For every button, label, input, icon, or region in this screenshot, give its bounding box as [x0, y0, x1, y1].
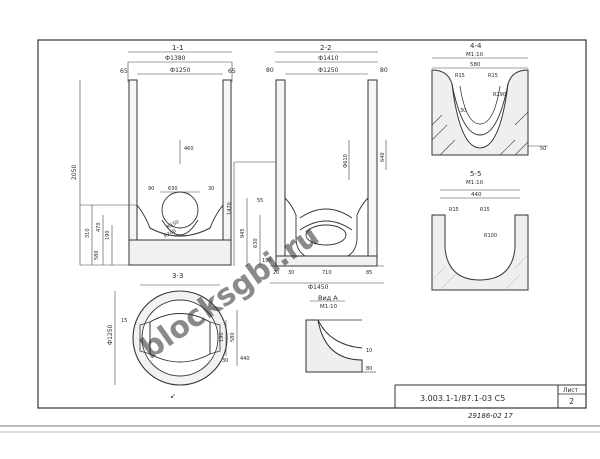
dim-r100: R100: [484, 233, 497, 239]
dim-470: 470: [96, 222, 102, 232]
view-a-scale: М1:10: [320, 304, 338, 310]
sheet-frame: [37, 39, 587, 409]
dim-90: 90: [148, 186, 154, 192]
dim-20: 20: [273, 270, 279, 276]
dim-630: 630: [168, 186, 178, 192]
dim-wall-left: 65: [120, 68, 128, 75]
section-title-5-5: 5-5: [470, 170, 481, 178]
dim-d610: Ф610: [343, 154, 349, 168]
dim-d-inner-2: Ф1250: [318, 67, 339, 74]
dim-85: 85: [366, 270, 372, 276]
dim-r150: R150: [166, 219, 180, 231]
dim-190-2: 190: [262, 258, 272, 264]
dim-1470: 1470: [227, 202, 233, 215]
dim-r15-d: R15: [480, 207, 490, 213]
sheet-code: 3.003.1-1/87.1-03 С5: [420, 394, 505, 403]
section-3-3: 3-3 Ф1250 15 580 190 30 440 ↙: [107, 272, 250, 400]
dim-580-4-4: 580: [470, 62, 481, 68]
dim-710: 710: [322, 270, 332, 276]
dim-r15-c: R15: [449, 207, 459, 213]
dim-15: 15: [121, 318, 127, 324]
dim-55: 55: [257, 198, 263, 204]
dim-30-2: 30: [288, 270, 294, 276]
view-a-title: Вид А: [318, 294, 338, 302]
title-block: Лист 2 3.003.1-1/87.1-03 С5 29186-02 17: [394, 384, 586, 420]
sheet-number: 2: [569, 397, 574, 406]
dim-d-inner: Ф1250: [170, 67, 191, 74]
dim-945: 945: [240, 228, 246, 238]
dim-310: 310: [85, 228, 91, 238]
dim-440-5-5: 440: [471, 192, 482, 198]
sheet-label: Лист: [563, 387, 579, 394]
dim-80: 80: [366, 366, 372, 372]
dim-wall-left-2: 80: [266, 67, 274, 74]
view-a: Вид А М1:10 10 80: [305, 294, 376, 373]
dim-640: 640: [380, 152, 386, 162]
section-1-1: 1-1 Ф1380 Ф1250 65 65 R150 R200 630 90 3…: [71, 44, 236, 266]
dim-30-3-3: 30: [222, 358, 228, 364]
footer-number: 29186-02 17: [468, 412, 513, 420]
dim-wall-right-2: 80: [380, 67, 388, 74]
dim-d-outer-2: Ф1410: [318, 55, 339, 62]
cut-mark-a: ↙: [170, 392, 176, 400]
section-title-3-3: 3-3: [172, 272, 183, 280]
dim-580: 580: [94, 250, 100, 260]
section-5-5: 5-5 М1:10 440 R15 R15 R100: [431, 170, 529, 291]
section-title-2-2: 2-2: [320, 44, 331, 52]
scale-4-4: М1:10: [466, 52, 484, 58]
dim-30-4-4: 30: [460, 108, 466, 114]
dim-630-2: 630: [253, 238, 259, 248]
dim-r200: R200: [163, 228, 177, 240]
dim-r290: R290: [493, 92, 506, 98]
dim-190-3-3: 190: [219, 332, 225, 342]
dim-2050: 2050: [71, 165, 78, 180]
dim-d-base: Ф1450: [308, 284, 329, 291]
dim-r15-b: R15: [488, 73, 498, 79]
section-title-1-1: 1-1: [172, 44, 183, 52]
scale-5-5: М1:10: [466, 180, 484, 186]
dim-d1250-3-3: Ф1250: [107, 324, 114, 345]
dim-440-3-3: 440: [240, 356, 250, 362]
dim-r15-a: R15: [455, 73, 465, 79]
dim-50: 50: [540, 146, 546, 152]
section-2-2: 2-2 Ф1410 Ф1250 80 80 Ф1450 30 710 85 20…: [227, 44, 388, 291]
section-4-4: 4-4 М1:10 580 R15 R15 R290 30 50: [431, 42, 548, 156]
dim-10: 10: [366, 348, 372, 354]
dim-d-outer: Ф1380: [165, 55, 186, 62]
dim-30: 30: [208, 186, 214, 192]
dim-460: 460: [184, 146, 194, 152]
dim-580-3-3: 580: [230, 332, 236, 342]
section-title-4-4: 4-4: [470, 42, 482, 50]
dim-190: 190: [105, 230, 111, 240]
